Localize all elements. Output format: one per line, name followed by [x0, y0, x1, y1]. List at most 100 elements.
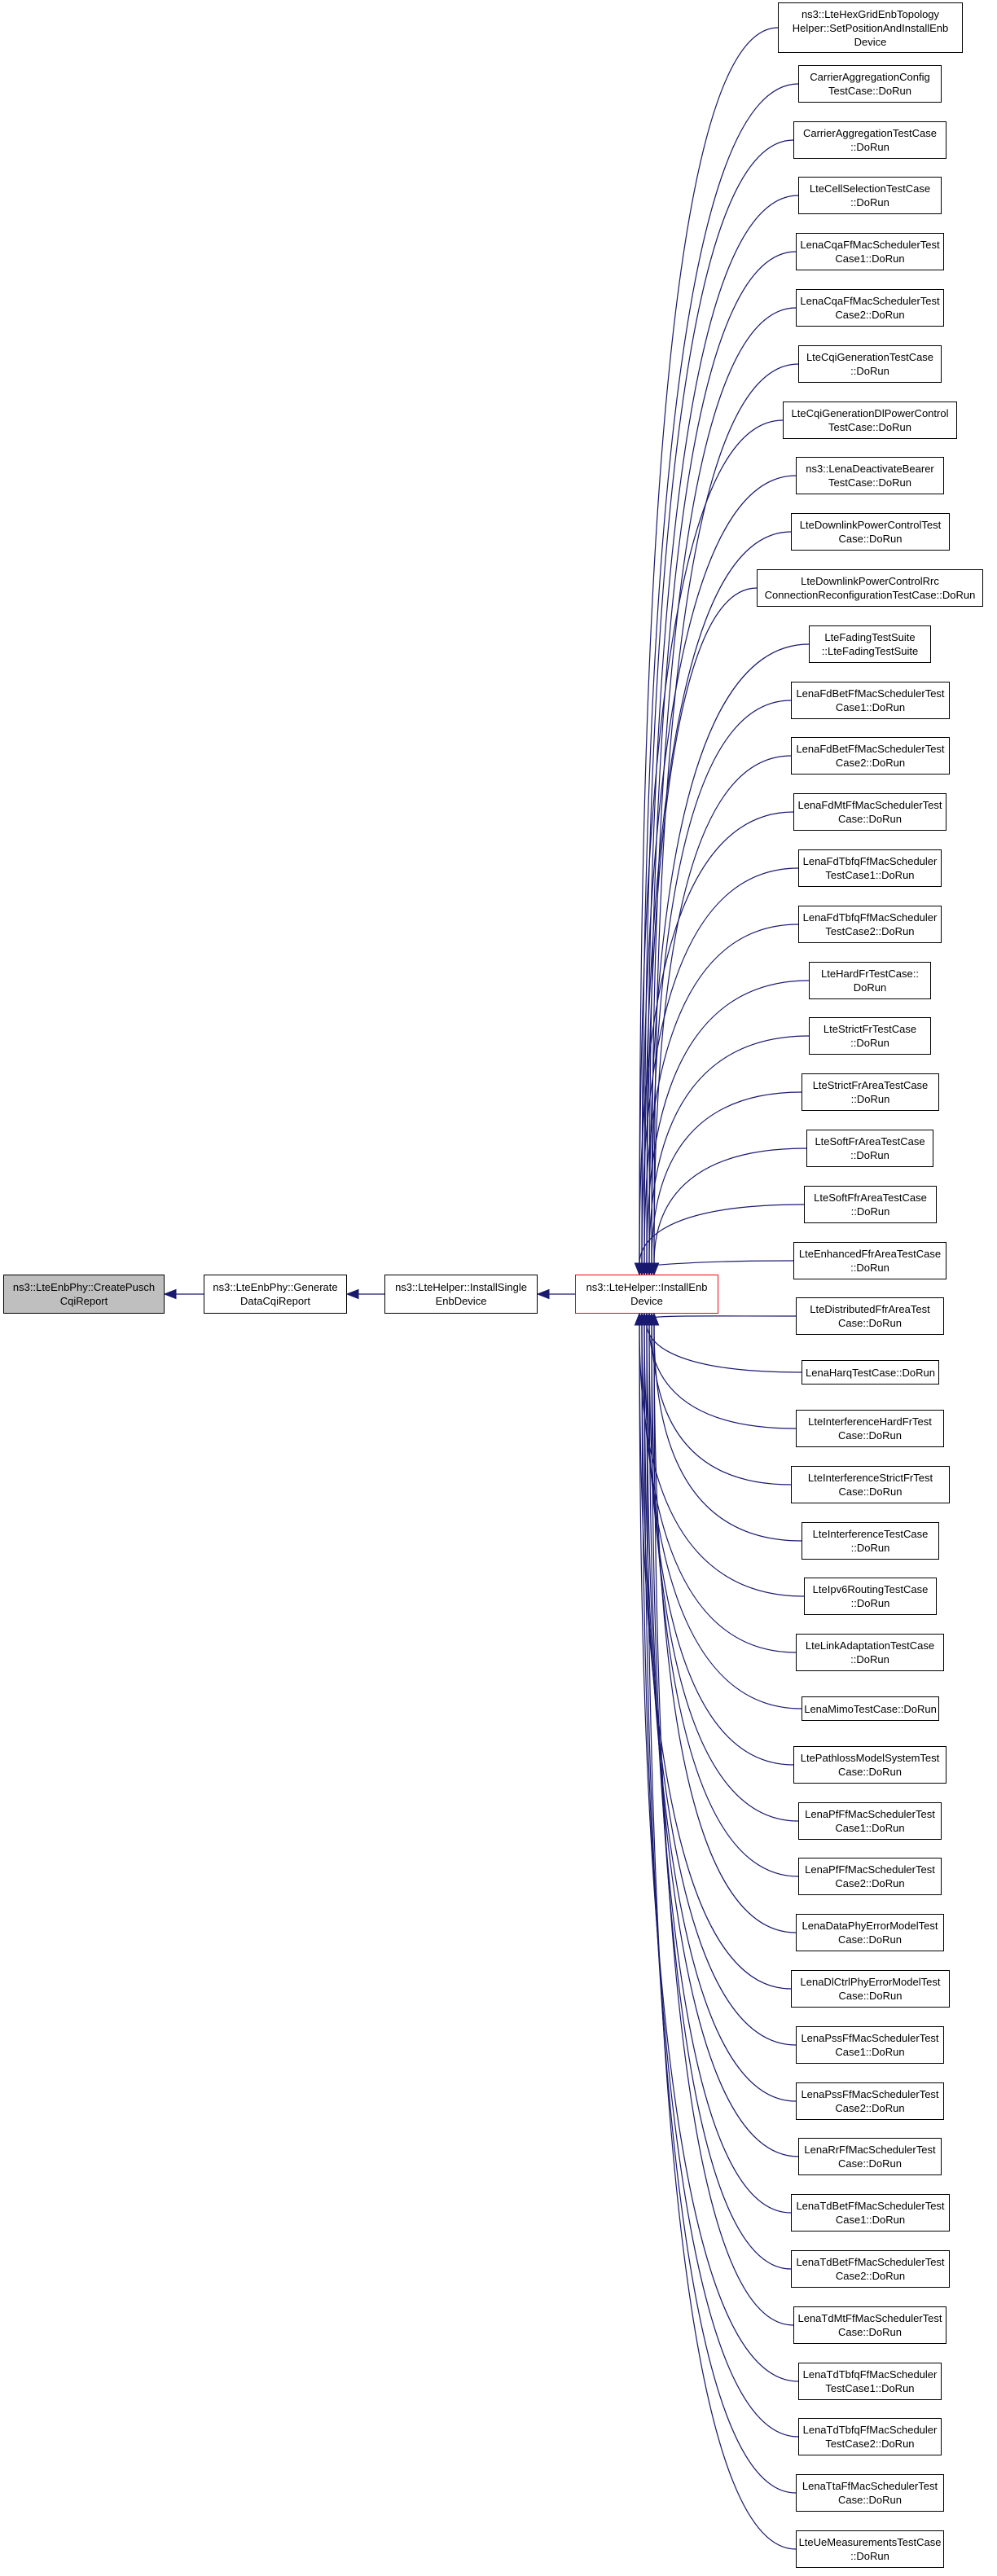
caller-edge-10 — [646, 587, 758, 1265]
caller-edge-44 — [643, 1323, 797, 2494]
caller-node-25[interactable]: LteInterferenceHardFrTest Case::DoRun — [796, 1410, 944, 1447]
caller-edge-4 — [648, 251, 797, 1265]
caller-node-3[interactable]: LteCellSelectionTestCase ::DoRun — [798, 177, 942, 214]
caller-edge-33 — [651, 1323, 799, 1877]
chain-node-3[interactable]: ns3::LteHelper::InstallEnb Device — [575, 1275, 718, 1314]
caller-node-26[interactable]: LteInterferenceStrictFrTest Case::DoRun — [791, 1466, 950, 1503]
caller-edge-3 — [646, 195, 799, 1265]
caller-node-21[interactable]: LteSoftFfrAreaTestCase ::DoRun — [804, 1186, 937, 1223]
caller-edge-7 — [639, 419, 784, 1265]
chain-node-1[interactable]: ns3::LteEnbPhy::Generate DataCqiReport — [204, 1275, 347, 1314]
caller-edge-1 — [641, 83, 799, 1265]
caller-node-31[interactable]: LtePathlossModelSystemTest Case::DoRun — [793, 1746, 946, 1784]
caller-edge-29 — [641, 1323, 797, 1653]
caller-node-36[interactable]: LenaPssFfMacSchedulerTest Case1::DoRun — [796, 2026, 944, 2064]
caller-edge-40 — [651, 1323, 792, 2270]
caller-edge-42 — [639, 1323, 799, 2382]
caller-edge-arrow-41 — [648, 1312, 660, 1326]
caller-node-39[interactable]: LenaTdBetFfMacSchedulerTest Case1::DoRun — [791, 2194, 950, 2232]
caller-node-43[interactable]: LenaTdTbfqFfMacScheduler TestCase2::DoRu… — [798, 2418, 942, 2455]
caller-node-32[interactable]: LenaPfFfMacSchedulerTest Case1::DoRun — [798, 1802, 942, 1840]
caller-edge-45 — [646, 1323, 797, 2550]
caller-edge-41 — [653, 1323, 794, 2326]
caller-node-17[interactable]: LteHardFrTestCase:: DoRun — [809, 962, 931, 999]
caller-node-14[interactable]: LenaFdMtFfMacSchedulerTest Case::DoRun — [793, 793, 946, 831]
caller-node-13[interactable]: LenaFdBetFfMacSchedulerTest Case2::DoRun — [791, 737, 950, 775]
caller-edge-23 — [643, 1315, 797, 1325]
caller-node-10[interactable]: LteDownlinkPowerControlRrc ConnectionRec… — [757, 569, 983, 607]
caller-node-45[interactable]: LteUeMeasurementsTestCase ::DoRun — [796, 2530, 944, 2568]
caller-node-0[interactable]: ns3::LteHexGridEnbTopology Helper::SetPo… — [778, 2, 963, 53]
caller-edge-28 — [639, 1323, 805, 1597]
caller-node-6[interactable]: LteCqiGenerationTestCase ::DoRun — [798, 345, 942, 383]
caller-node-35[interactable]: LenaDlCtrlPhyErrorModelTest Case::DoRun — [791, 1970, 950, 2008]
caller-node-16[interactable]: LenaFdTbfqFfMacScheduler TestCase2::DoRu… — [798, 906, 942, 943]
caller-node-2[interactable]: CarrierAggregationTestCase ::DoRun — [793, 121, 946, 159]
caller-edge-19 — [651, 1091, 802, 1265]
caller-node-38[interactable]: LenaRrFfMacSchedulerTest Case::DoRun — [798, 2138, 942, 2175]
caller-node-37[interactable]: LenaPssFfMacSchedulerTest Case2::DoRun — [796, 2082, 944, 2120]
caller-node-29[interactable]: LteLinkAdaptationTestCase ::DoRun — [796, 1634, 944, 1671]
caller-node-7[interactable]: LteCqiGenerationDlPowerControl TestCase:… — [783, 402, 957, 439]
caller-node-8[interactable]: ns3::LenaDeactivateBearer TestCase::DoRu… — [796, 457, 944, 494]
caller-edge-43 — [641, 1323, 799, 2438]
caller-node-18[interactable]: LteStrictFrTestCase ::DoRun — [809, 1017, 931, 1055]
caller-edge-16 — [643, 924, 799, 1265]
caller-node-15[interactable]: LenaFdTbfqFfMacScheduler TestCase1::DoRu… — [798, 849, 942, 887]
caller-edge-13 — [653, 755, 792, 1265]
caller-edge-25 — [648, 1323, 797, 1429]
caller-node-19[interactable]: LteStrictFrAreaTestCase ::DoRun — [802, 1073, 939, 1111]
caller-edge-12 — [651, 700, 792, 1265]
caller-node-30[interactable]: LenaMimoTestCase::DoRun — [802, 1696, 939, 1721]
caller-edge-30 — [643, 1323, 802, 1709]
caller-node-23[interactable]: LteDistributedFfrAreaTest Case::DoRun — [796, 1297, 944, 1335]
chain-edge-arrow-2 — [536, 1288, 550, 1300]
caller-node-40[interactable]: LenaTdBetFfMacSchedulerTest Case2::DoRun — [791, 2250, 950, 2288]
caller-node-41[interactable]: LenaTdMtFfMacSchedulerTest Case::DoRun — [793, 2306, 946, 2344]
caller-edge-27 — [653, 1323, 802, 1542]
caller-node-5[interactable]: LenaCqaFfMacSchedulerTest Case2::DoRun — [796, 289, 944, 327]
caller-edge-34 — [653, 1323, 797, 1933]
chain-node-0[interactable]: ns3::LteEnbPhy::CreatePusch CqiReport — [3, 1275, 165, 1314]
caller-edge-35 — [639, 1323, 792, 1990]
chain-edge-arrow-0 — [163, 1288, 177, 1300]
caller-edge-20 — [653, 1148, 807, 1265]
caller-edge-arrow-20 — [648, 1262, 660, 1276]
caller-node-9[interactable]: LteDownlinkPowerControlTest Case::DoRun — [791, 513, 950, 551]
caller-edge-14 — [639, 811, 794, 1265]
caller-node-33[interactable]: LenaPfFfMacSchedulerTest Case2::DoRun — [798, 1858, 942, 1895]
caller-edge-26 — [651, 1323, 792, 1485]
caller-node-20[interactable]: LteSoftFrAreaTestCase ::DoRun — [806, 1130, 933, 1167]
caller-node-22[interactable]: LteEnhancedFfrAreaTestCase ::DoRun — [793, 1242, 946, 1279]
caller-edge-17 — [646, 980, 810, 1265]
caller-edge-31 — [646, 1323, 794, 1766]
caller-edge-6 — [653, 363, 799, 1265]
caller-node-28[interactable]: LteIpv6RoutingTestCase ::DoRun — [804, 1578, 937, 1615]
caller-edge-arrow-45 — [641, 1312, 652, 1326]
caller-edge-21 — [639, 1204, 805, 1265]
chain-node-2[interactable]: ns3::LteHelper::InstallSingle EnbDevice — [384, 1275, 538, 1314]
caller-edge-24 — [646, 1323, 802, 1373]
caller-node-34[interactable]: LenaDataPhyErrorModelTest Case::DoRun — [796, 1914, 944, 1951]
caller-edge-36 — [641, 1323, 797, 2046]
caller-edge-2 — [643, 139, 794, 1265]
chain-edge-arrow-1 — [345, 1288, 359, 1300]
caller-edge-37 — [643, 1323, 797, 2102]
caller-node-24[interactable]: LenaHarqTestCase::DoRun — [802, 1360, 939, 1385]
caller-node-11[interactable]: LteFadingTestSuite ::LteFadingTestSuite — [809, 625, 931, 663]
caller-edge-0 — [639, 27, 779, 1265]
caller-node-27[interactable]: LteInterferenceTestCase ::DoRun — [802, 1522, 939, 1560]
caller-node-4[interactable]: LenaCqaFfMacSchedulerTest Case1::DoRun — [796, 233, 944, 270]
caller-node-42[interactable]: LenaTdTbfqFfMacScheduler TestCase1::DoRu… — [798, 2363, 942, 2400]
caller-edge-5 — [651, 307, 797, 1265]
caller-edge-15 — [641, 867, 799, 1265]
caller-edge-arrow-22 — [636, 1262, 648, 1276]
caller-node-44[interactable]: LenaTtaFfMacSchedulerTest Case::DoRun — [796, 2474, 944, 2512]
caller-edge-38 — [646, 1323, 799, 2157]
caller-node-12[interactable]: LenaFdBetFfMacSchedulerTest Case1::DoRun — [791, 682, 950, 719]
caller-node-1[interactable]: CarrierAggregationConfig TestCase::DoRun — [798, 65, 942, 103]
caller-edge-9 — [643, 531, 792, 1265]
caller-edge-32 — [648, 1323, 799, 1822]
caller-edge-11 — [648, 643, 810, 1265]
